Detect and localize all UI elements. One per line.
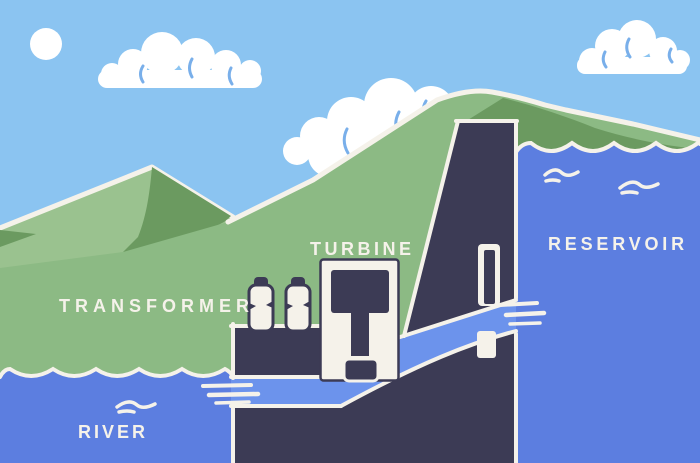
bushing-left bbox=[247, 277, 275, 333]
reservoir-wave-marks bbox=[543, 168, 660, 195]
river-water bbox=[0, 366, 235, 463]
gate-stem bbox=[477, 331, 496, 358]
turbine-housing bbox=[319, 258, 400, 383]
intake-flow-marks bbox=[498, 301, 547, 326]
label-turbine: TURBINE bbox=[310, 239, 415, 259]
cloud-right bbox=[577, 20, 690, 74]
transformer-station bbox=[233, 326, 325, 378]
outflow-flow-marks bbox=[201, 383, 261, 405]
intake-gate bbox=[477, 244, 500, 358]
label-river: RIVER bbox=[78, 422, 148, 442]
penstock bbox=[231, 300, 516, 406]
structure-outlines bbox=[229, 119, 519, 463]
turbine-runner bbox=[342, 357, 380, 383]
generator bbox=[331, 270, 389, 313]
transformer-bushings bbox=[247, 277, 312, 333]
reservoir-water bbox=[514, 140, 700, 463]
cloud-left bbox=[98, 32, 262, 88]
label-reservoir: RESERVOIR bbox=[548, 234, 688, 254]
river-wave-marks bbox=[115, 400, 157, 414]
turbine-shaft bbox=[351, 313, 369, 356]
mountain-shadow-sliver bbox=[0, 230, 36, 247]
mountain-shadow-face bbox=[121, 167, 231, 254]
label-transformer: TRANSFORMER bbox=[59, 296, 254, 316]
sun bbox=[30, 28, 62, 60]
bushing-right bbox=[284, 277, 312, 333]
